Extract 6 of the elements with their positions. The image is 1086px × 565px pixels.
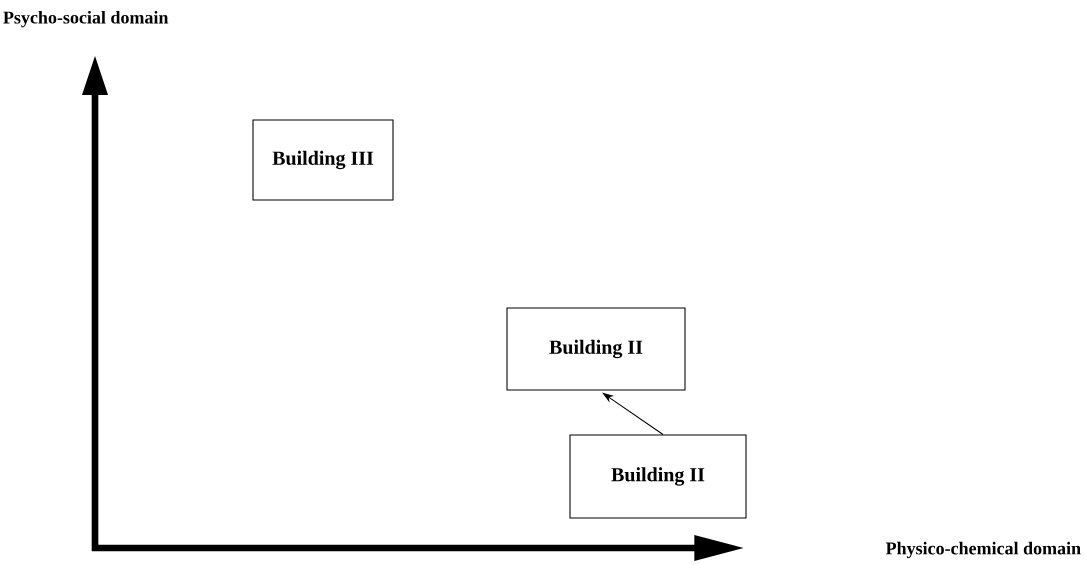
- arrow: [602, 392, 664, 436]
- building-box: Building II: [506, 307, 686, 391]
- building-box: Building II: [569, 434, 747, 519]
- axis-title: Psycho-social domain: [3, 10, 169, 28]
- axis-title: Physico-chemical domain: [885, 541, 1081, 559]
- building-box: Building III: [252, 119, 394, 201]
